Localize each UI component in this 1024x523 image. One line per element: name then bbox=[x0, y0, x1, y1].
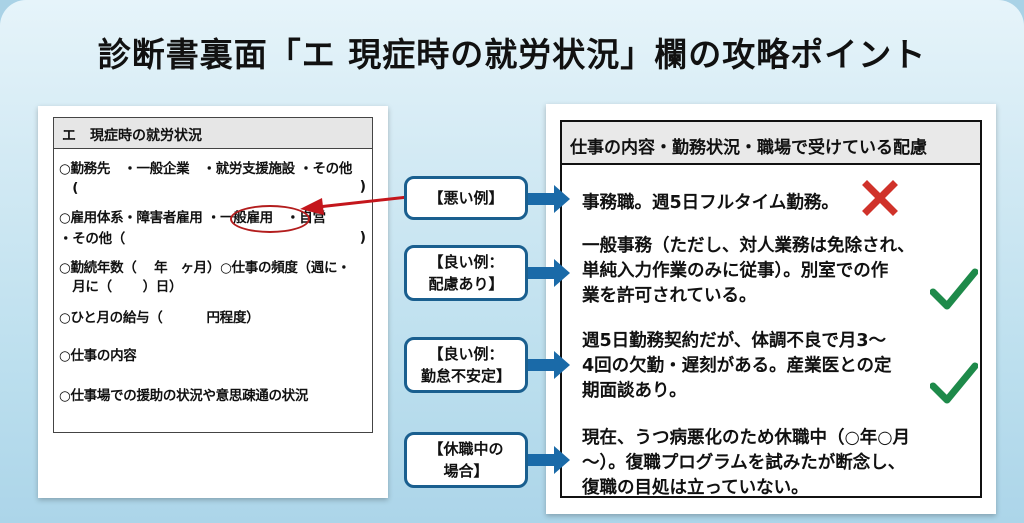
form-line-workplace-other: ( bbox=[59, 180, 79, 196]
arrow-right-icon bbox=[528, 446, 570, 474]
form-card: エ 現症時の就労状況 ○勤務先 ・一般企業 ・就労支援施設 ・その他 ( ) ○… bbox=[38, 106, 388, 498]
form-line-job-content: ○仕事の内容 bbox=[59, 348, 137, 364]
example-text-leave: 現在、うつ病悪化のため休職中（○年○月 〜）。復職プログラムを試みたが断念し、 … bbox=[582, 428, 911, 498]
example-text-bad: 事務職。週5日フルタイム勤務。 bbox=[582, 193, 839, 213]
answer-card: 仕事の内容・勤務状況・職場で受けている配慮 事務職。週5日フルタイム勤務。 一般… bbox=[546, 104, 996, 514]
highlight-oval bbox=[230, 205, 310, 233]
answer-header: 仕事の内容・勤務状況・職場で受けている配慮 bbox=[562, 122, 980, 165]
form-close-paren: ) bbox=[359, 230, 366, 246]
form-line-employment-other: ・その他（ bbox=[59, 231, 125, 247]
arrow-right-icon bbox=[528, 259, 570, 287]
cross-icon bbox=[862, 180, 898, 216]
label-bad-example: 【悪い例】 bbox=[404, 176, 528, 220]
arrow-right-icon bbox=[528, 351, 570, 379]
form-line-support-status: ○仕事場での援助の状況や意思疎通の状況 bbox=[59, 388, 309, 404]
form-box: エ 現症時の就労状況 ○勤務先 ・一般企業 ・就労支援施設 ・その他 ( ) ○… bbox=[53, 117, 373, 433]
check-icon bbox=[930, 268, 978, 310]
arrow-right-icon bbox=[528, 185, 570, 213]
example-text-good-accommodation: 一般事務（ただし、対人業務は免除され、 単純入力作業のみに従事）。別室での作 業… bbox=[582, 236, 915, 306]
label-good-example-accommodation: 【良い例： 配慮あり】 bbox=[404, 245, 528, 301]
label-leave-case: 【休職中の 場合】 bbox=[404, 432, 528, 488]
form-line-workplace: ○勤務先 ・一般企業 ・就労支援施設 ・その他 bbox=[59, 161, 353, 177]
form-line-salary: ○ひと月の給与（ 円程度） bbox=[59, 310, 260, 326]
page-title: 診断書裏面「エ 現症時の就労状況」欄の攻略ポイント bbox=[97, 35, 927, 74]
form-line-tenure-frequency: ○勤続年数（ 年 ヶ月）○仕事の頻度（週に・ bbox=[59, 260, 351, 276]
example-text-good-unstable: 週5日勤務契約だが、体調不良で月3〜 4回の欠勤・遅刻がある。産業医との定 期面… bbox=[582, 331, 892, 401]
form-line-frequency-days: 月に（ ）日） bbox=[59, 279, 183, 295]
answer-box: 仕事の内容・勤務状況・職場で受けている配慮 事務職。週5日フルタイム勤務。 一般… bbox=[560, 120, 982, 498]
check-icon bbox=[930, 362, 978, 404]
form-close-paren: ) bbox=[359, 179, 366, 195]
label-good-example-unstable: 【良い例： 勤怠不安定】 bbox=[404, 337, 528, 393]
form-header: エ 現症時の就労状況 bbox=[54, 118, 372, 149]
